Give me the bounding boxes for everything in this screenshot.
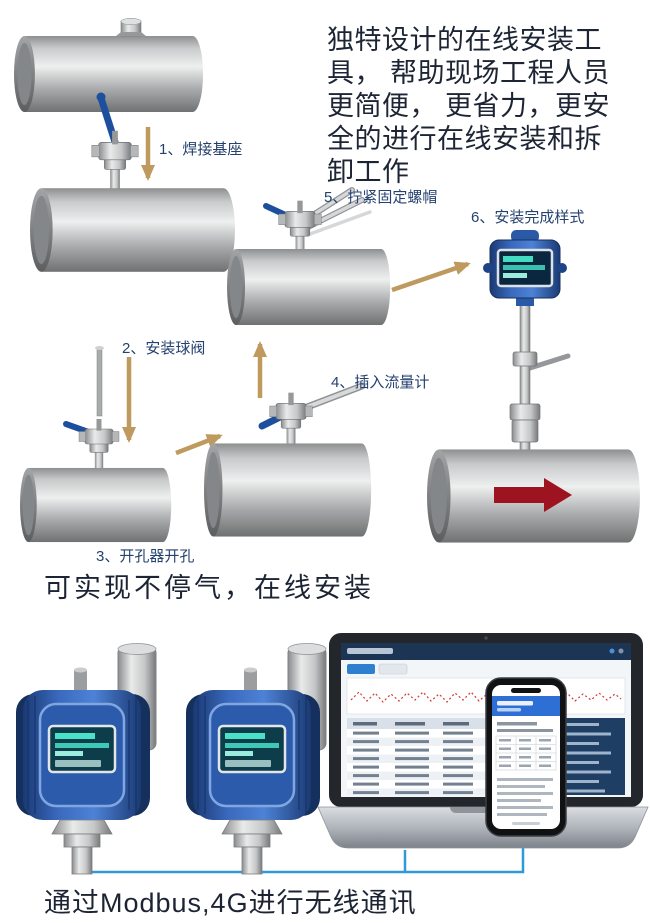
step-flow-arrows: [122, 127, 471, 456]
arrow-step5-to-6-icon: [391, 261, 471, 293]
gas-detector-2-illustration: [184, 642, 328, 876]
gas-detector-1-illustration: [14, 642, 158, 876]
step6-installed-flowmeter-illustration: [427, 230, 640, 543]
step1-label: 1、焊接基座: [159, 141, 243, 158]
communication-caption: 通过Modbus,4G进行无线通讯: [44, 888, 417, 918]
step1-pipe-weld-base-illustration: [14, 17, 204, 112]
laptop-dashboard-illustration: [317, 633, 649, 849]
step6-label: 6、安装完成样式: [471, 209, 585, 226]
step2-pipe-ball-valve-illustration: [30, 92, 235, 272]
step2-label: 2、安装球阀: [122, 340, 206, 357]
step5-pipe-tightening-tool-illustration: [227, 187, 391, 325]
step3-label: 3、开孔器开孔: [96, 548, 195, 565]
arrow-step3-to-4-icon: [175, 433, 223, 456]
online-install-caption: 可实现不停气，在线安装: [44, 573, 374, 603]
step3-pipe-hole-opener-illustration: [20, 346, 172, 543]
step4-pipe-lever-valve-illustration: [204, 382, 372, 537]
flow-direction-arrow-icon: [494, 478, 572, 512]
step4-label: 4、插入流量计: [331, 374, 430, 391]
step5-label: 5、拧紧固定螺帽: [324, 189, 438, 206]
smartphone-app-illustration: [485, 677, 567, 837]
intro-text: 独特设计的在线安装工 具， 帮助现场工程人员 更简便， 更省力，更安 全的进行在…: [327, 25, 611, 187]
